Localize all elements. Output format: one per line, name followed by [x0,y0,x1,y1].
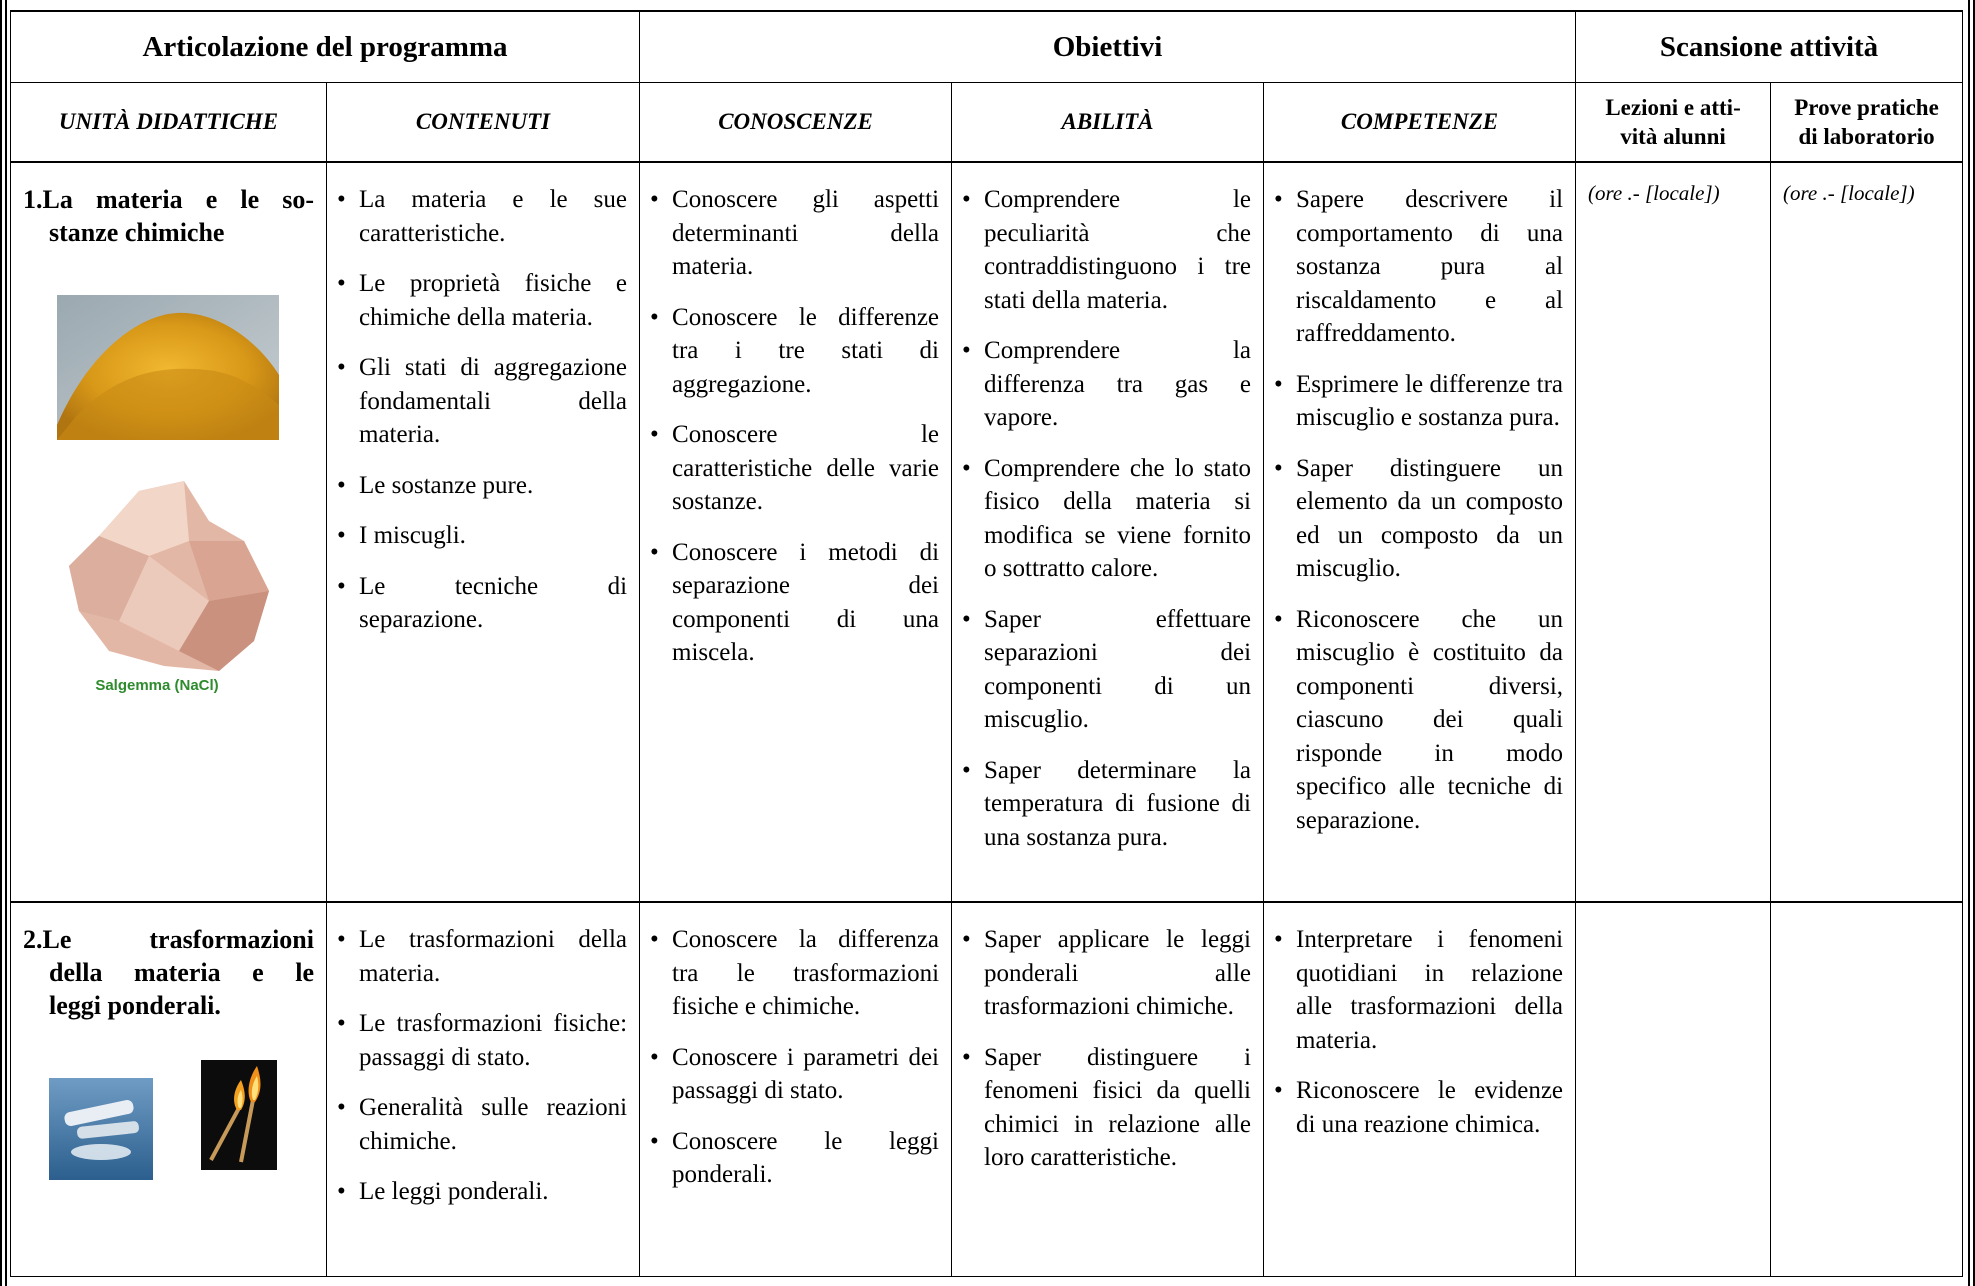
unit-title-2-line1: 2.Le trasformazioni [23,925,314,954]
list-item: •Sapere descrivere il comportamento di u… [1274,186,1564,347]
salgemma-crystal-image [69,481,269,671]
list-item: •Conoscere la differenza tra le trasform… [650,926,940,1020]
salgemma-caption: Salgemma (NaCl) [95,677,219,694]
chalk-image [49,1078,153,1180]
list-item: •Generalità sulle reazioni chimiche. [337,1094,628,1155]
col-header-prove: Prove pratiche di laboratorio [1770,82,1964,163]
prove-hours-1: (ore .- [locale]) [1783,181,1915,205]
col-header-contenuti: CONTENUTI [325,82,641,163]
abilita-cell-2: •Saper applicare le leggi ponderali alle… [951,901,1265,1277]
prove-cell-1: (ore .- [locale]) [1770,161,1964,903]
abilita-list-1: •Comprendere le peculiarità che contradd… [952,163,1263,854]
header-scansione: Scansione attività [1575,10,1964,83]
lezioni-cell-1: (ore .- [locale]) [1575,161,1772,903]
table-row: 1.La materia e le so- stanze chimiche [10,161,1964,903]
list-item: •Saper distinguere un elemento da un com… [1274,454,1564,583]
list-item: •Comprendere che lo stato fisico della m… [962,454,1252,583]
unit-title-1-line2: stanze chimiche [49,218,225,247]
col-header-prove-line1: Prove pratiche [1794,95,1939,120]
list-item: •Le trasformazioni fisiche: passaggi di … [337,1010,628,1071]
conoscenze-cell-2: •Conoscere la differenza tra le trasform… [639,901,953,1277]
header-articolazione: Articolazione del programma [9,10,641,83]
contenuti-cell-1: •La materia e le sue caratteristiche. •L… [325,161,641,903]
list-item: •Esprimere le differenze tra miscuglio e… [1274,370,1564,432]
list-item: •Interpretare i fenomeni quotidiani in r… [1274,926,1564,1054]
unit-cell-2: 2.Le trasformazioni della materia e le l… [10,901,327,1277]
col-header-competenze: COMPETENZE [1263,82,1577,163]
col-header-unita: UNITÀ DIDATTICHE [10,82,327,163]
conoscenze-cell-1: •Conoscere gli aspetti determinanti dell… [639,161,953,903]
list-item: •Le sostanze pure. [337,471,534,499]
list-item: •Conoscere i metodi di separazione dei c… [650,538,940,667]
list-item: •Conoscere le caratteristiche delle vari… [650,421,940,515]
unit-title-2-line2: della materia e le [49,958,314,987]
list-item: •Saper distinguere i fenomeni fisici da … [962,1043,1252,1172]
list-item: •Comprendere la differenza tra gas e vap… [962,337,1252,431]
col-header-conoscenze: CONOSCENZE [639,82,953,163]
unit-title-1-line1: 1.La materia e le so- [23,185,314,214]
unit-title-2: 2.Le trasformazioni della materia e le l… [11,903,326,1022]
list-item: •Saper determinare la temperatura di fus… [962,756,1252,851]
prove-cell-2 [1770,901,1964,1277]
competenze-cell-2: •Interpretare i fenomeni quotidiani in r… [1263,901,1577,1277]
competenze-cell-1: •Sapere descrivere il comportamento di u… [1263,161,1577,903]
list-item: •Conoscere le leggi ponderali. [650,1127,940,1189]
list-item: •Saper applicare le leggi ponderali alle… [962,926,1252,1020]
list-item: •Riconoscere che un miscuglio è costitui… [1274,605,1564,834]
list-item: •Conoscere le differenze tra i tre stati… [650,303,940,398]
program-table: Articolazione del programma Obiettivi Sc… [9,10,1964,1277]
col-header-lezioni-line1: Lezioni e atti- [1605,95,1741,120]
contenuti-list-1: •La materia e le sue caratteristiche. •L… [327,163,639,637]
unit-title-2-line3: leggi ponderali. [49,991,221,1020]
contenuti-cell-2: •Le trasformazioni della materia. •Le tr… [325,901,641,1277]
contenuti-list-2: •Le trasformazioni della materia. •Le tr… [327,903,639,1209]
list-item: •Gli stati di aggregazione fondamentali … [337,354,628,448]
list-item: •Conoscere gli aspetti determinanti dell… [650,186,940,280]
list-item: •Conoscere i parametri dei passaggi di s… [650,1043,940,1105]
table-row: 2.Le trasformazioni della materia e le l… [10,901,1964,1277]
header-obiettivi: Obiettivi [639,10,1577,83]
abilita-list-2: •Saper applicare le leggi ponderali alle… [952,903,1263,1175]
list-item: •I miscugli. [337,522,466,549]
list-item: •Le leggi ponderali. [337,1178,549,1205]
competenze-list-2: •Interpretare i fenomeni quotidiani in r… [1264,903,1575,1141]
powder-image [57,295,279,440]
list-item: •Le tecniche di separazione. [337,572,628,634]
list-item: •Saper effettuare separazioni dei compon… [962,605,1252,734]
lezioni-hours-1: (ore .- [locale]) [1588,181,1720,205]
list-item: •La materia e le sue caratteristiche. [337,186,628,247]
unit-cell-1: 1.La materia e le so- stanze chimiche [10,161,327,903]
list-item: •Comprendere le peculiarità che contradd… [962,186,1252,314]
list-item: •Le trasformazioni della materia. [337,926,628,987]
competenze-list-1: •Sapere descrivere il comportamento di u… [1264,163,1575,837]
abilita-cell-1: •Comprendere le peculiarità che contradd… [951,161,1265,903]
unit-title-1: 1.La materia e le so- stanze chimiche [11,163,326,249]
list-item: •Le proprietà fisiche e chimiche della m… [337,270,628,331]
col-header-abilita: ABILITÀ [951,82,1265,163]
col-header-prove-line2: di laboratorio [1798,124,1935,149]
conoscenze-list-2: •Conoscere la differenza tra le trasform… [640,903,951,1192]
list-item: •Riconoscere le evidenze di una reazione… [1274,1077,1564,1138]
col-header-lezioni: Lezioni e atti- vità alunni [1575,82,1772,163]
col-header-lezioni-line2: vità alunni [1620,124,1726,149]
matches-flame-image [201,1060,277,1170]
conoscenze-list-1: •Conoscere gli aspetti determinanti dell… [640,163,951,670]
lezioni-cell-2 [1575,901,1772,1277]
